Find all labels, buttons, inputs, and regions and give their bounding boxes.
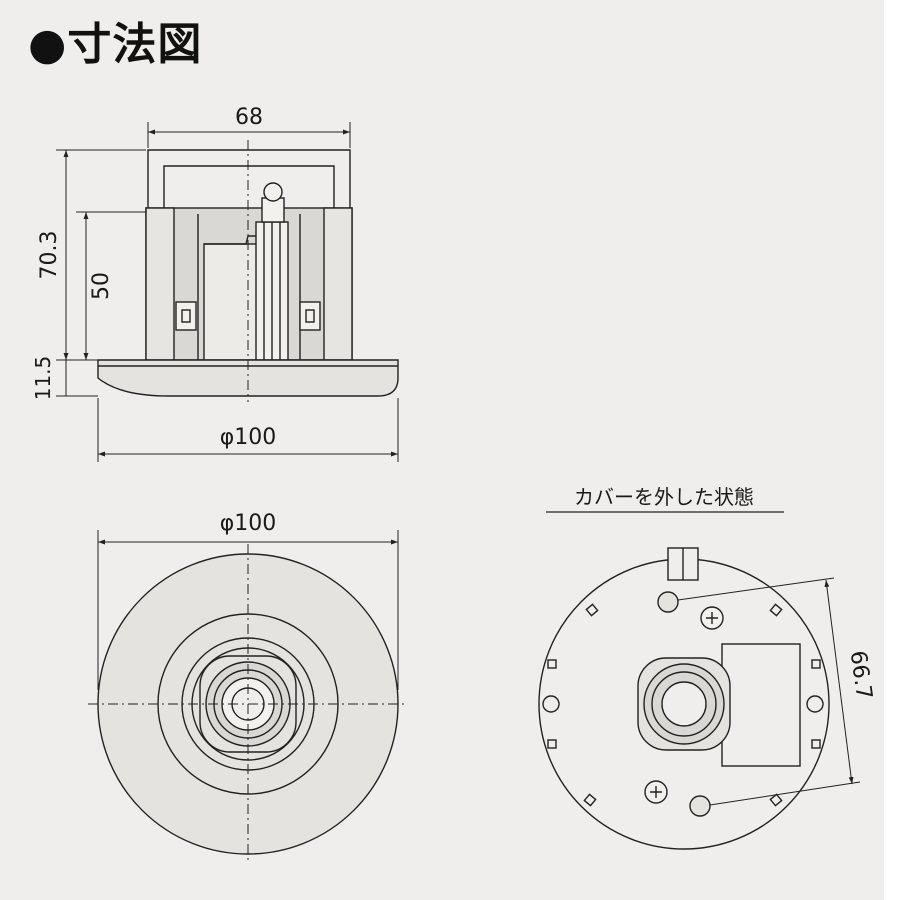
dim-body-height-label: 50 [89, 272, 114, 300]
dim-total-height-label: 70.3 [37, 231, 62, 280]
cover-removed-view [538, 547, 830, 850]
side-view [97, 149, 399, 397]
top-dim-diameter-label: φ100 [220, 511, 277, 536]
dim-hole-pitch-label: 66.7 [845, 649, 877, 701]
dim-base-diameter-label: φ100 [220, 425, 277, 450]
top-knob [263, 182, 283, 202]
page-title: ●寸法図 [28, 19, 203, 70]
right-clip [299, 301, 321, 331]
top-bracket [147, 149, 351, 208]
upper-mount-hole [657, 591, 679, 613]
cover-removed-caption: カバーを外した状態 [574, 485, 754, 509]
dim-width-label: 68 [235, 105, 263, 130]
socket-hole [661, 681, 707, 727]
left-clip [175, 301, 197, 331]
terminal-block [721, 643, 801, 767]
dim-base-height-label: 11.5 [31, 356, 55, 401]
lower-mount-hole [689, 795, 711, 817]
base-plate [97, 359, 399, 397]
